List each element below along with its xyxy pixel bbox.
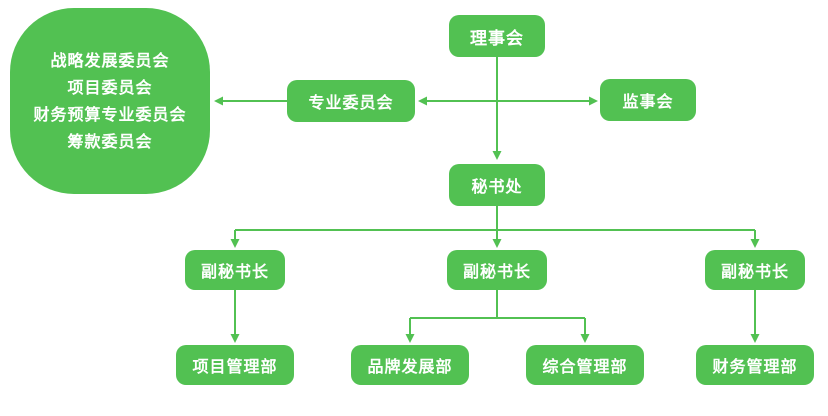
committee-list-line-2: 项目委员会 (67, 78, 153, 97)
node-dept-general-management: 综合管理部 (526, 345, 644, 385)
node-deputy-secretary-left: 副秘书长 (185, 250, 285, 290)
committee-list-line-3: 财务预算专业委员会 (33, 105, 187, 124)
node-deputy-secretary-center: 副秘书长 (447, 250, 547, 290)
node-dept-brand-development: 品牌发展部 (351, 345, 469, 385)
node-dept-financial-management: 财务管理部 (696, 345, 814, 385)
node-dept-project-management: 项目管理部 (176, 345, 294, 385)
committee-list-line-1: 战略发展委员会 (50, 51, 170, 70)
node-professional-committee: 专业委员会 (287, 80, 415, 122)
node-deputy-secretary-right: 副秘书长 (705, 250, 805, 290)
committee-list-line-4: 筹款委员会 (67, 132, 153, 151)
node-committee-list: 战略发展委员会 项目委员会 财务预算专业委员会 筹款委员会 (10, 8, 210, 194)
node-secretariat: 秘书处 (449, 164, 545, 206)
node-supervisory-board: 监事会 (600, 79, 696, 121)
node-board-of-directors: 理事会 (449, 15, 545, 57)
